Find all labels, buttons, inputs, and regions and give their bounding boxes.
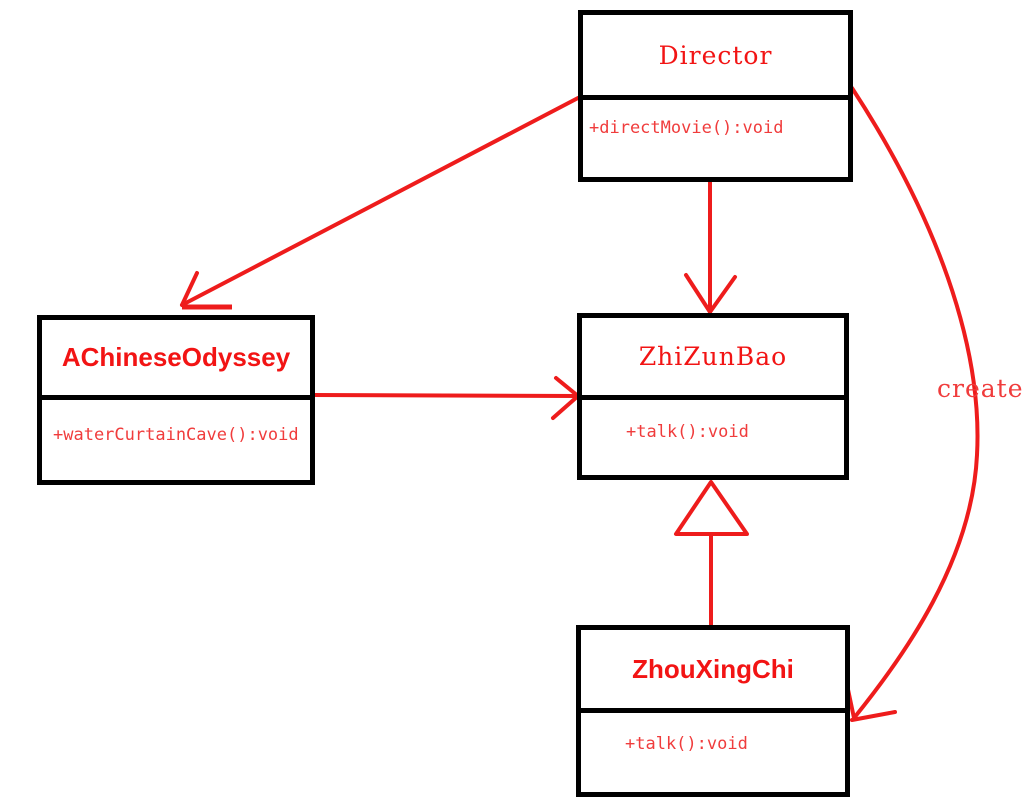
connector-director-to-zhizunbao [684,180,737,314]
connector-label-create: create [937,374,1024,403]
connector-director-to-zhouxingchi [844,86,980,722]
class-members-director: +directMovie():void [583,100,848,182]
class-method-zhizunbao-0: +talk():void [626,422,749,442]
class-title-row-zhouxingchi: ZhouXingChi [581,630,845,713]
connector-achineseodyssey-to-zhizunbao [311,376,580,420]
class-title-row-achineseodyssey: AChineseOdyssey [42,320,310,400]
class-members-zhouxingchi: +talk():void [581,713,845,797]
class-method-zhouxingchi-0: +talk():void [625,734,748,754]
class-box-zhizunbao[interactable]: ZhiZunBao +talk():void [577,313,849,480]
class-box-zhouxingchi[interactable]: ZhouXingChi +talk():void [576,625,850,797]
connector-zhouxingchi-to-zhizunbao [674,480,749,627]
class-name-zhizunbao: ZhiZunBao [638,342,788,371]
class-name-achineseodyssey: AChineseOdyssey [61,342,291,372]
class-method-achineseodyssey-0: +waterCurtainCave():void [53,425,299,445]
class-members-zhizunbao: +talk():void [582,400,844,480]
class-name-zhouxingchi: ZhouXingChi [632,653,794,684]
class-name-director: Director [658,40,773,70]
class-box-director[interactable]: Director +directMovie():void [578,10,853,182]
class-title-row-zhizunbao: ZhiZunBao [582,318,844,400]
class-box-achineseodyssey[interactable]: AChineseOdyssey +waterCurtainCave():void [37,315,315,485]
class-title-row-director: Director [583,15,848,100]
connector-director-to-achineseodyssey [180,96,580,310]
class-method-director-0: +directMovie():void [589,118,784,138]
class-members-achineseodyssey: +waterCurtainCave():void [42,400,310,485]
